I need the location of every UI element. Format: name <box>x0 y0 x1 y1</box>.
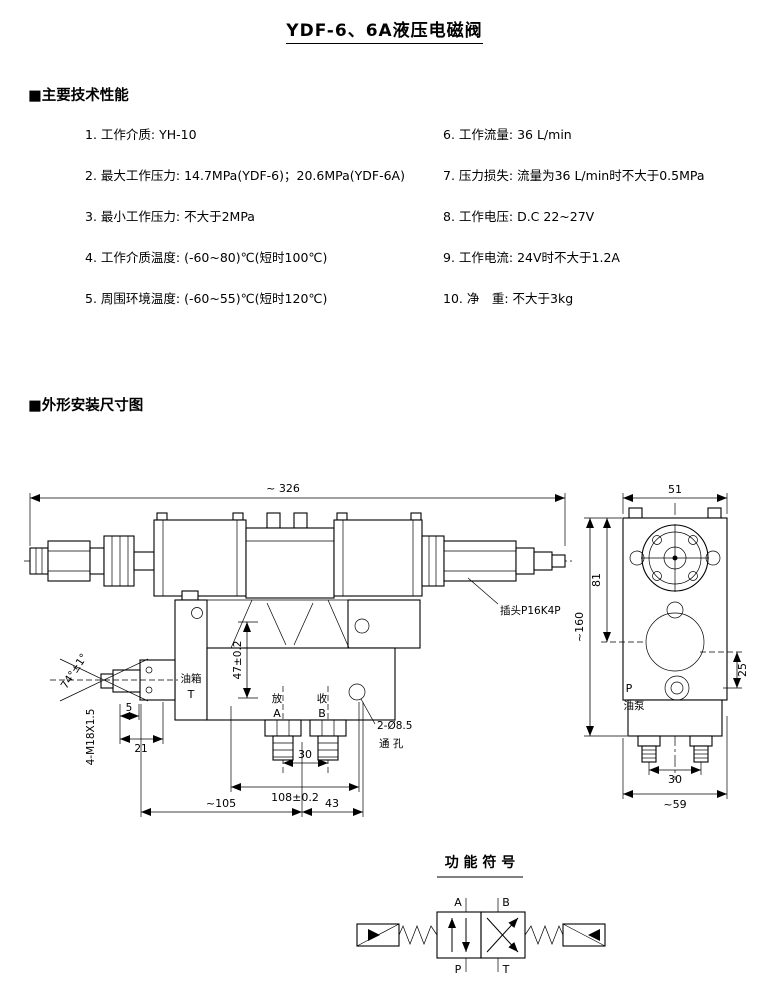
spec-item-5: 5. 周围环境温度: (-60~55)℃(短时120℃) <box>85 291 328 306</box>
dim-51-label: 51 <box>668 483 682 496</box>
drawing-heading: ■外形安装尺寸图 <box>28 398 144 414</box>
symbol-port-p-label: P <box>455 963 462 976</box>
dim-25-label: 25 <box>736 663 749 677</box>
thread-spec-label: 4-M18X1.5 <box>85 709 97 766</box>
spec-item-1: 1. 工作介质: YH-10 <box>85 127 197 142</box>
dim-5-label: 5 <box>126 702 133 714</box>
symbol-port-t-label: T <box>502 963 510 976</box>
dim-105-label: ~105 <box>206 797 236 810</box>
front-view: ~ 326 插头P16K4P 47±0.2 74°±1° 油箱 T 5 21 4… <box>24 482 572 817</box>
holes-note-line1: 2-Ø8.5 <box>377 720 412 732</box>
symbol-port-a-label: A <box>454 896 462 909</box>
dimension-drawing: ~ 326 插头P16K4P 47±0.2 74°±1° 油箱 T 5 21 4… <box>24 482 749 976</box>
specs-right-column: 6. 工作流量: 36 L/min 7. 压力损失: 流量为36 L/min时不… <box>443 124 705 307</box>
pump-label: 油泵 <box>624 699 645 712</box>
dim-overall-width-label: ~ 326 <box>266 482 300 495</box>
holes-note-line2: 通 孔 <box>379 737 404 750</box>
side-view: 51 81 ~160 25 P 油泵 30 ~59 <box>573 483 749 811</box>
side-dim-30-label: 30 <box>668 773 682 786</box>
plug-label: 插头P16K4P <box>500 604 561 617</box>
spec-item-7: 7. 压力损失: 流量为36 L/min时不大于0.5MPa <box>443 168 705 183</box>
spec-item-8: 8. 工作电压: D.C 22~27V <box>443 209 595 224</box>
port-b-name-label: 收 <box>317 692 328 705</box>
port-a-label: A <box>273 707 281 720</box>
tank-label: 油箱 <box>181 672 202 685</box>
page-title-text: YDF-6、6A液压电磁阀 <box>286 21 483 44</box>
page-title: YDF-6、6A液压电磁阀 <box>0 16 769 44</box>
dim-160-label: ~160 <box>573 612 586 642</box>
symbol-port-b-label: B <box>502 896 510 909</box>
spec-item-4: 4. 工作介质温度: (-60~80)℃(短时100℃) <box>85 250 328 265</box>
function-symbol: 功 能 符 号 A B P T <box>356 854 606 976</box>
dim-21-label: 21 <box>134 743 147 755</box>
port-a-name-label: 放 <box>272 692 283 705</box>
dim-81-label: 81 <box>590 573 603 587</box>
dim-43-label: 43 <box>325 797 339 810</box>
spec-item-10: 10. 净 重: 不大于3kg <box>443 291 574 306</box>
specs-heading: ■主要技术性能 <box>28 88 129 104</box>
symbol-heading: 功 能 符 号 <box>445 854 516 871</box>
dim-47-label: 47±0.2 <box>232 641 244 680</box>
dim-30-label: 30 <box>298 748 312 761</box>
port-b-label: B <box>318 707 326 720</box>
tank-port-label: T <box>187 688 195 701</box>
spec-item-3: 3. 最小工作压力: 不大于2MPa <box>85 209 255 224</box>
dim-108-label: 108±0.2 <box>271 791 319 804</box>
spec-item-9: 9. 工作电流: 24V时不大于1.2A <box>443 250 620 265</box>
dim-59-label: ~59 <box>663 798 686 811</box>
specs-left-column: 1. 工作介质: YH-10 2. 最大工作压力: 14.7MPa(YDF-6)… <box>85 124 405 307</box>
spec-item-6: 6. 工作流量: 36 L/min <box>443 127 572 142</box>
spec-item-2: 2. 最大工作压力: 14.7MPa(YDF-6)；20.6MPa(YDF-6A… <box>85 168 405 183</box>
side-port-p-label: P <box>626 682 633 695</box>
